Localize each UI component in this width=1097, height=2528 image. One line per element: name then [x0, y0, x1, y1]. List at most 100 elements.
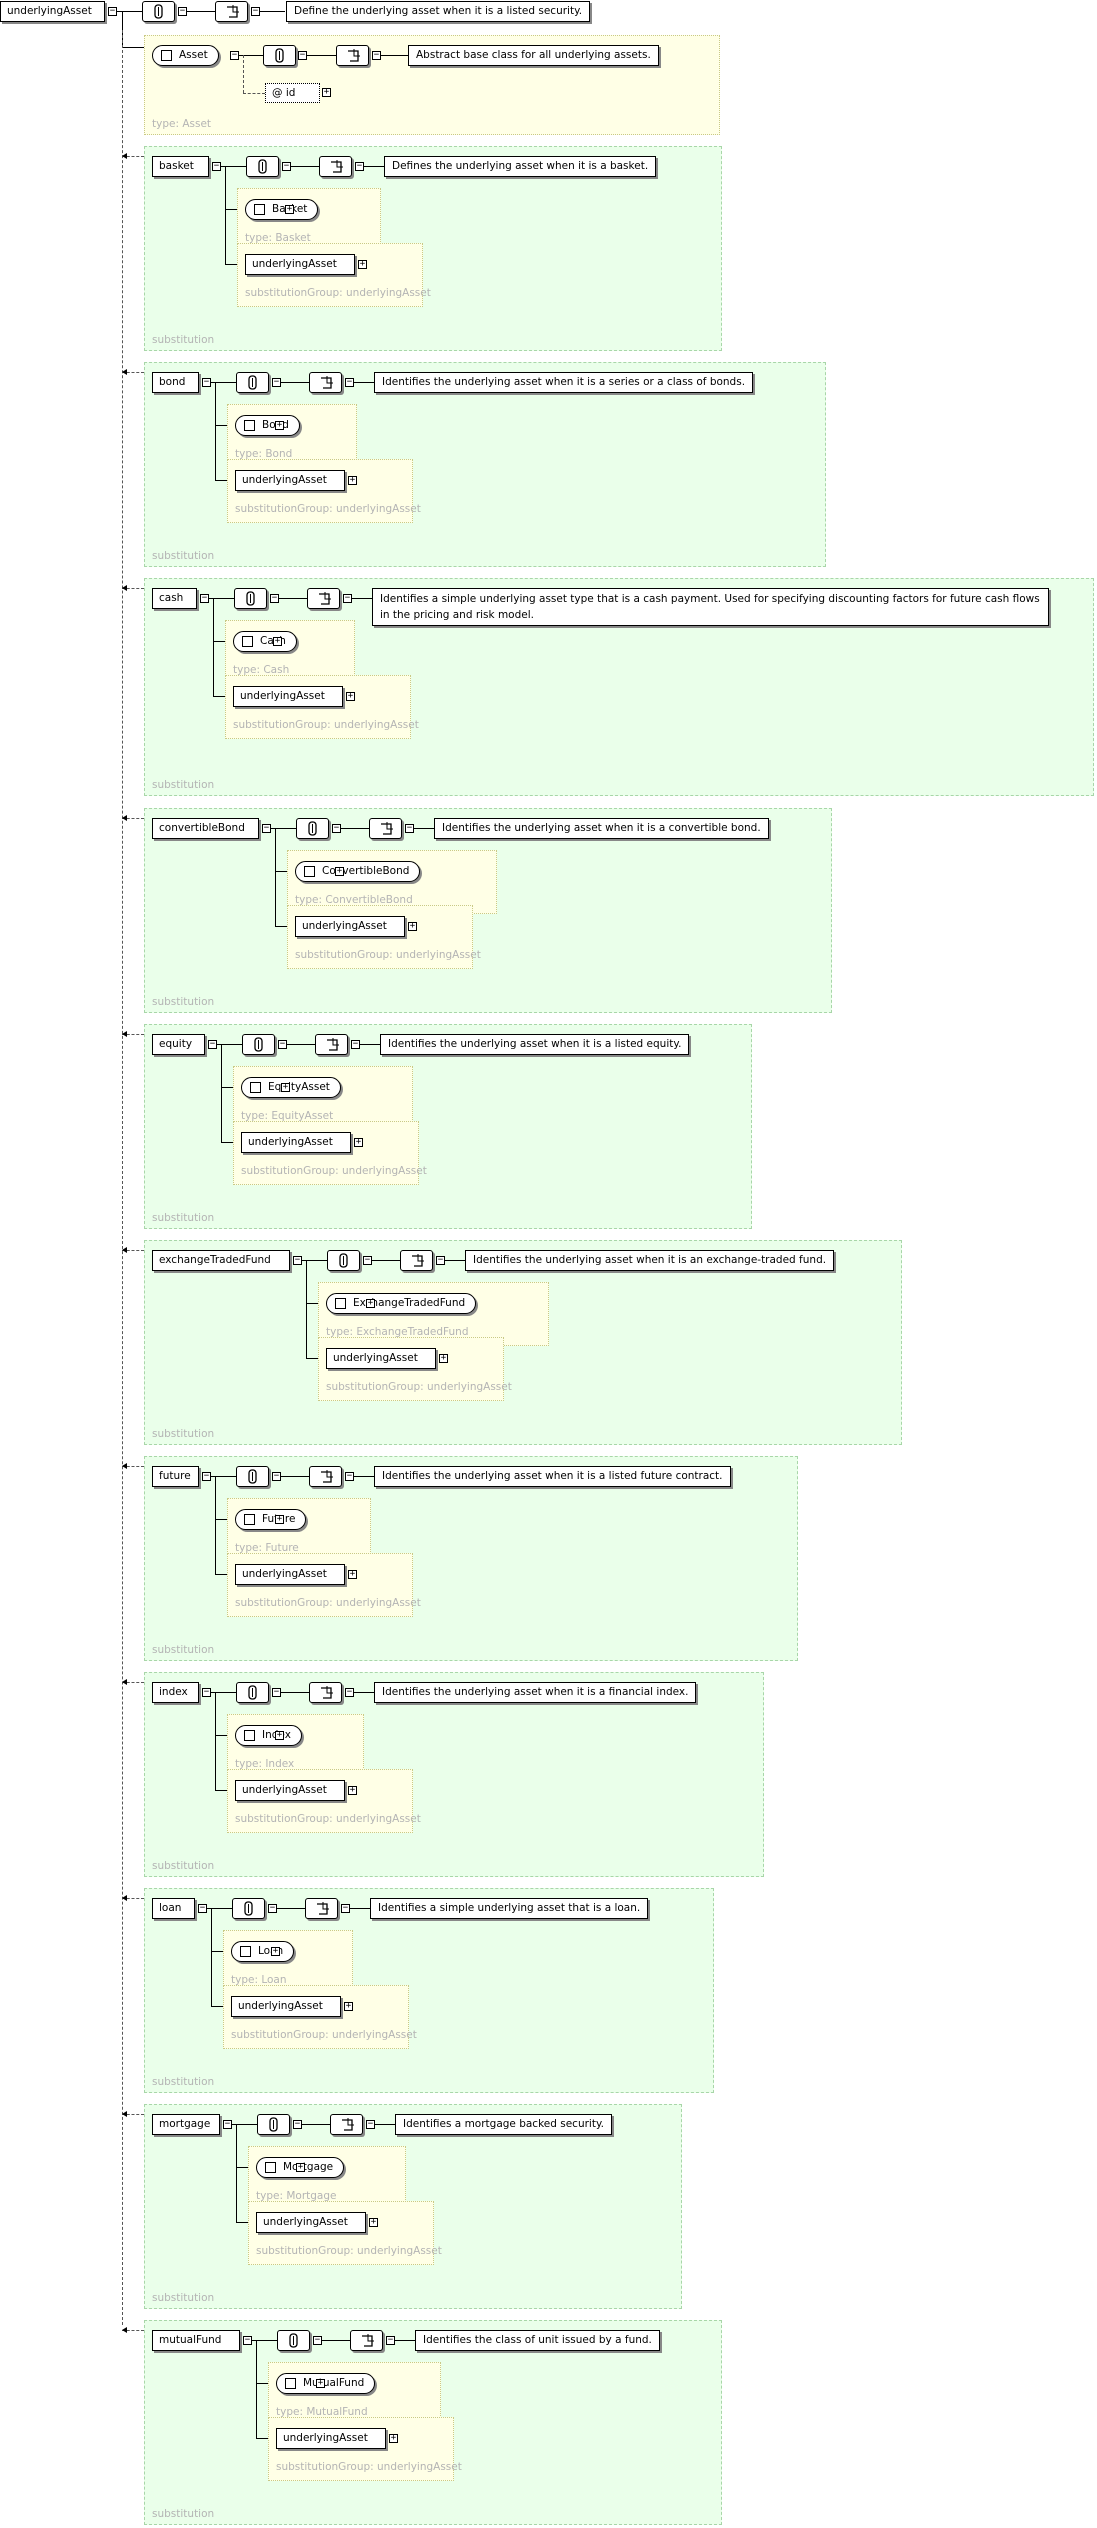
- substitution-group-element[interactable]: underlyingAsset: [276, 2428, 386, 2449]
- root-sequence-icon[interactable]: [215, 1, 248, 22]
- type-expand-icon[interactable]: +: [271, 1946, 280, 1956]
- sequence-icon[interactable]: [307, 588, 340, 609]
- annotation-expand-icon[interactable]: −: [272, 1471, 281, 1481]
- type-expand-icon[interactable]: +: [366, 1298, 375, 1308]
- type-expand-icon[interactable]: +: [273, 636, 282, 646]
- substitution-group-expand-icon[interactable]: +: [358, 259, 367, 269]
- root-sequence-expand-icon[interactable]: −: [251, 6, 260, 16]
- type-pill-future[interactable]: Future: [235, 1509, 307, 1530]
- substitution-group-expand-icon[interactable]: +: [346, 691, 355, 701]
- sequence-expand-icon[interactable]: −: [345, 377, 354, 387]
- substitution-element-bond[interactable]: bond: [152, 372, 199, 393]
- type-pill-index[interactable]: Index: [235, 1725, 302, 1746]
- substitution-group-expand-icon[interactable]: +: [348, 1785, 357, 1795]
- annotation-icon[interactable]: [327, 1250, 360, 1271]
- sequence-icon[interactable]: [305, 1898, 338, 1919]
- root-expand-icon[interactable]: −: [108, 6, 117, 16]
- type-expand-icon[interactable]: +: [275, 420, 284, 430]
- sequence-icon[interactable]: [309, 372, 342, 393]
- attribute-id-expand-icon[interactable]: +: [322, 87, 331, 97]
- element-expand-icon[interactable]: −: [262, 823, 271, 833]
- substitution-group-expand-icon[interactable]: +: [369, 2217, 378, 2227]
- asset-sequence-icon[interactable]: [336, 45, 369, 66]
- annotation-expand-icon[interactable]: −: [282, 161, 291, 171]
- annotation-expand-icon[interactable]: −: [363, 1255, 372, 1265]
- root-annotation-expand-icon[interactable]: −: [178, 6, 187, 16]
- sequence-icon[interactable]: [400, 1250, 433, 1271]
- type-pill-bond[interactable]: Bond: [235, 415, 300, 436]
- type-pill-cash[interactable]: Cash: [233, 631, 297, 652]
- annotation-icon[interactable]: [234, 588, 267, 609]
- annotation-expand-icon[interactable]: −: [293, 2119, 302, 2129]
- element-expand-icon[interactable]: −: [243, 2335, 252, 2345]
- substitution-element-convertibleBond[interactable]: convertibleBond: [152, 818, 259, 839]
- substitution-group-element[interactable]: underlyingAsset: [326, 1348, 436, 1369]
- element-expand-icon[interactable]: −: [202, 1471, 211, 1481]
- annotation-expand-icon[interactable]: −: [268, 1903, 277, 1913]
- element-expand-icon[interactable]: −: [293, 1255, 302, 1265]
- sequence-expand-icon[interactable]: −: [355, 161, 364, 171]
- annotation-icon[interactable]: [246, 156, 279, 177]
- sequence-icon[interactable]: [315, 1034, 348, 1055]
- sequence-expand-icon[interactable]: −: [366, 2119, 375, 2129]
- element-expand-icon[interactable]: −: [212, 161, 221, 171]
- type-expand-icon[interactable]: +: [316, 2378, 325, 2388]
- sequence-expand-icon[interactable]: −: [351, 1039, 360, 1049]
- substitution-element-loan[interactable]: loan: [152, 1898, 195, 1919]
- element-expand-icon[interactable]: −: [198, 1903, 207, 1913]
- substitution-group-expand-icon[interactable]: +: [344, 2001, 353, 2011]
- type-expand-icon[interactable]: +: [296, 2162, 305, 2172]
- type-pill-loan[interactable]: Loan: [231, 1941, 295, 1962]
- element-expand-icon[interactable]: −: [202, 377, 211, 387]
- annotation-expand-icon[interactable]: −: [272, 377, 281, 387]
- substitution-group-element[interactable]: underlyingAsset: [241, 1132, 351, 1153]
- asset-sequence-expand-icon[interactable]: −: [372, 50, 381, 60]
- annotation-icon[interactable]: [232, 1898, 265, 1919]
- annotation-icon[interactable]: [236, 372, 269, 393]
- substitution-group-element[interactable]: underlyingAsset: [245, 254, 355, 275]
- type-pill-equity[interactable]: EquityAsset: [241, 1077, 341, 1098]
- annotation-icon[interactable]: [236, 1682, 269, 1703]
- root-annotation-icon[interactable]: [142, 1, 175, 22]
- type-pill-exchangeTradedFund[interactable]: ExchangeTradedFund: [326, 1293, 477, 1314]
- substitution-group-element[interactable]: underlyingAsset: [235, 1564, 345, 1585]
- substitution-element-exchangeTradedFund[interactable]: exchangeTradedFund: [152, 1250, 290, 1271]
- type-pill-basket[interactable]: Basket: [245, 199, 319, 220]
- sequence-expand-icon[interactable]: −: [386, 2335, 395, 2345]
- attribute-id[interactable]: @ id: [265, 83, 320, 103]
- sequence-expand-icon[interactable]: −: [345, 1471, 354, 1481]
- annotation-icon[interactable]: [242, 1034, 275, 1055]
- asset-expand-icon[interactable]: −: [230, 50, 239, 60]
- annotation-icon[interactable]: [277, 2330, 310, 2351]
- substitution-element-mortgage[interactable]: mortgage: [152, 2114, 220, 2135]
- substitution-group-element[interactable]: underlyingAsset: [256, 2212, 366, 2233]
- substitution-group-expand-icon[interactable]: +: [348, 475, 357, 485]
- element-expand-icon[interactable]: −: [200, 593, 209, 603]
- substitution-element-future[interactable]: future: [152, 1466, 199, 1487]
- type-expand-icon[interactable]: +: [281, 1082, 290, 1092]
- annotation-icon[interactable]: [236, 1466, 269, 1487]
- sequence-icon[interactable]: [369, 818, 402, 839]
- substitution-group-expand-icon[interactable]: +: [348, 1569, 357, 1579]
- sequence-icon[interactable]: [309, 1682, 342, 1703]
- annotation-icon[interactable]: [257, 2114, 290, 2135]
- root-element[interactable]: underlyingAsset: [0, 1, 105, 22]
- asset-type-pill[interactable]: Asset: [152, 45, 219, 66]
- element-expand-icon[interactable]: −: [223, 2119, 232, 2129]
- sequence-expand-icon[interactable]: −: [343, 593, 352, 603]
- type-pill-convertibleBond[interactable]: ConvertibleBond: [295, 861, 421, 882]
- sequence-expand-icon[interactable]: −: [405, 823, 414, 833]
- substitution-group-element[interactable]: underlyingAsset: [295, 916, 405, 937]
- asset-annotation-icon[interactable]: [263, 45, 296, 66]
- annotation-expand-icon[interactable]: −: [332, 823, 341, 833]
- annotation-expand-icon[interactable]: −: [272, 1687, 281, 1697]
- substitution-group-expand-icon[interactable]: +: [354, 1137, 363, 1147]
- type-pill-mutualFund[interactable]: MutualFund: [276, 2373, 376, 2394]
- type-expand-icon[interactable]: +: [275, 1730, 284, 1740]
- sequence-icon[interactable]: [309, 1466, 342, 1487]
- annotation-expand-icon[interactable]: −: [313, 2335, 322, 2345]
- sequence-icon[interactable]: [319, 156, 352, 177]
- type-expand-icon[interactable]: +: [335, 866, 344, 876]
- substitution-group-element[interactable]: underlyingAsset: [235, 470, 345, 491]
- annotation-icon[interactable]: [296, 818, 329, 839]
